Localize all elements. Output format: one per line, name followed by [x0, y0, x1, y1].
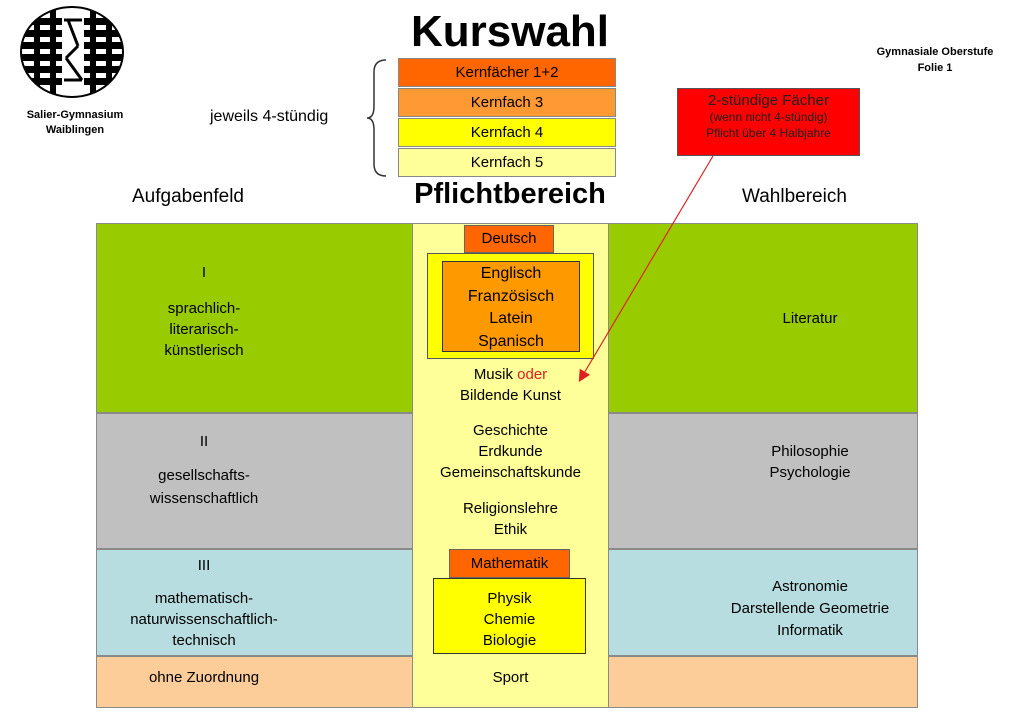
- two-hour-subjects-box: 2-stündige Fächer (wenn nicht 4-stündig)…: [677, 88, 860, 156]
- languages-list: Englisch Französisch Latein Spanisch: [442, 263, 580, 353]
- field-2-line1: gesellschafts-: [158, 467, 250, 484]
- field-1-line1: sprachlich-: [167, 300, 241, 317]
- column-header-right: Wahlbereich: [742, 186, 847, 207]
- elective-3-list: Astronomie Darstellende Geometrie Inform…: [706, 576, 914, 642]
- field-1-line3: künstlerisch: [164, 342, 244, 359]
- field-4-label: ohne Zuordnung: [148, 669, 260, 686]
- social-subject: Geschichte: [472, 422, 549, 439]
- elective-1: Literatur: [782, 310, 838, 327]
- arts-subject-music: Musik: [473, 366, 513, 383]
- arts-or: oder: [517, 366, 548, 383]
- slide-info-line2: Folie 1: [917, 62, 953, 74]
- elective-2-list: Philosophie Psychologie: [710, 441, 910, 483]
- field-3-line2: naturwissenschaftlich-: [130, 611, 278, 628]
- school-name: Salier-Gymnasium Waiblingen: [0, 108, 150, 138]
- field-3-line3: technisch: [172, 632, 236, 649]
- languages-inner-box: [442, 261, 580, 352]
- brace-icon: [366, 59, 387, 177]
- religion-subject: Ethik: [493, 521, 528, 538]
- language-item: Französisch: [467, 287, 555, 305]
- two-hour-note-2: Pflicht über 4 Halbjahre: [706, 126, 831, 140]
- deutsch-box: Deutsch: [464, 225, 554, 253]
- language-item: Latein: [489, 310, 533, 327]
- elective-2-item: Psychologie: [769, 464, 851, 481]
- two-hour-title: 2-stündige Fächer: [708, 92, 829, 109]
- social-subjects: Geschichte Erdkunde Gemeinschaftskunde: [412, 420, 609, 483]
- school-name-line2: Waiblingen: [45, 124, 105, 136]
- elective-3-item: Astronomie: [772, 578, 848, 595]
- school-logo: [20, 6, 124, 98]
- field-3-number: III: [197, 557, 211, 574]
- field-1-line2: literarisch-: [169, 321, 239, 338]
- sciences-list: Physik Chemie Biologie: [433, 588, 586, 651]
- field-1-label: sprachlich- literarisch- künstlerisch: [104, 298, 304, 361]
- field-2-line2: wissenschaftlich: [149, 490, 259, 507]
- field-1-number: I: [201, 264, 207, 281]
- two-hour-note-1: (wenn nicht 4-stündig): [709, 110, 828, 124]
- core-subject-5: Kernfach 5: [398, 148, 616, 177]
- core-subject-1-2: Kernfächer 1+2: [398, 58, 616, 87]
- science-item: Chemie: [483, 611, 536, 628]
- language-item: Englisch: [480, 265, 542, 282]
- school-name-line1: Salier-Gymnasium: [26, 109, 124, 121]
- field-3-label: mathematisch- naturwissenschaftlich- tec…: [104, 588, 304, 651]
- social-subject: Gemeinschaftskunde: [440, 464, 581, 481]
- field-2-number: II: [199, 433, 209, 450]
- science-item: Physik: [487, 590, 532, 607]
- elective-3-item: Darstellende Geometrie: [730, 600, 890, 617]
- social-subject: Erdkunde: [478, 443, 543, 460]
- language-item: Spanisch: [478, 332, 544, 350]
- page-title: Kurswahl: [410, 7, 610, 56]
- religion-subjects: Religionslehre Ethik: [412, 498, 609, 540]
- arts-subject-fine-art: Bildende Kunst: [460, 387, 561, 404]
- slide-info-line1: Gymnasiale Oberstufe: [876, 46, 994, 58]
- core-subject-4: Kernfach 4: [398, 118, 616, 147]
- religion-subject: Religionslehre: [462, 500, 559, 517]
- field-3-line1: mathematisch-: [154, 590, 254, 607]
- sciences-box: [433, 578, 586, 654]
- core-subject-3: Kernfach 3: [398, 88, 616, 117]
- slide-info: Gymnasiale Oberstufe Folie 1: [860, 44, 1010, 76]
- elective-3-item: Informatik: [777, 622, 843, 639]
- column-header-middle: Pflichtbereich: [414, 178, 606, 210]
- sport-subject: Sport: [492, 669, 529, 686]
- elective-2-item: Philosophie: [771, 443, 849, 460]
- field-2-label: gesellschafts- wissenschaftlich: [104, 464, 304, 510]
- science-item: Biologie: [482, 632, 537, 649]
- column-header-left: Aufgabenfeld: [132, 186, 244, 207]
- hours-label: jeweils 4-stündig: [210, 108, 329, 125]
- math-box: Mathematik: [449, 549, 570, 578]
- arts-subjects: Musik oder Bildende Kunst: [412, 364, 609, 406]
